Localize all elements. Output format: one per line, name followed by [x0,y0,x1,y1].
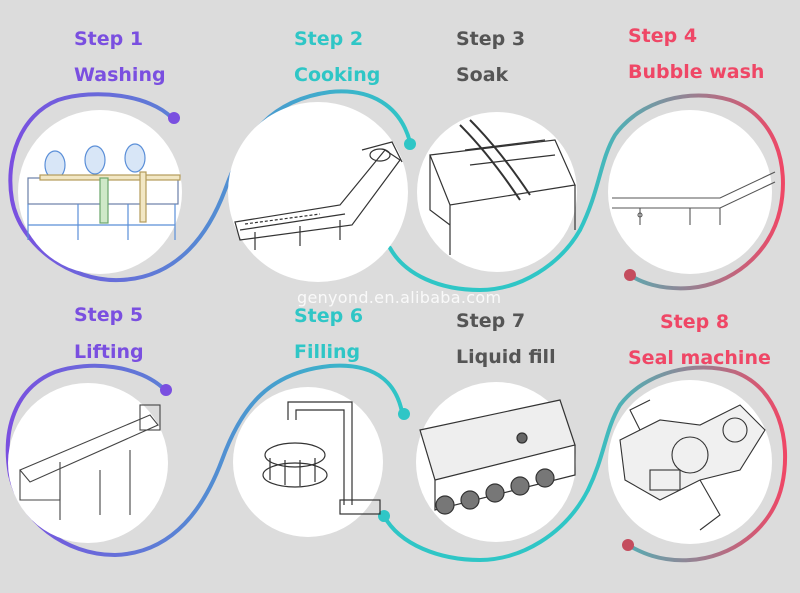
connector-5-6 [5,363,404,558]
watermark-text: genyond.en.alibaba.com [297,288,502,307]
connector-7-8 [586,365,788,563]
step-8-number: Step 8 [660,311,730,333]
step-1-number: Step 1 [74,28,144,50]
connector-row-2 [5,363,788,563]
step-5-image [8,383,168,543]
lifting-conveyor-sketch-icon [19,404,161,520]
step-3-image [417,112,577,272]
step-2-name: Cooking [294,64,381,86]
step-4-image [608,110,776,274]
step-8-image [608,380,772,544]
connector-2-3 [388,228,582,293]
step-6-image [233,387,383,537]
step-2-number: Step 2 [294,28,364,50]
step-8-dot [622,539,634,551]
step-2-dot [404,138,416,150]
connector-row-1 [8,89,785,293]
cooking-conveyor-sketch-icon [234,141,403,250]
step-7-dot [378,510,390,522]
washing-machine-sketch-icon [27,143,181,240]
step-1-name: Washing [74,64,166,86]
soak-tank-sketch-icon [429,119,576,255]
step-5-number: Step 5 [74,304,144,326]
step-1-dot [168,112,180,124]
step-3-name: Soak [456,64,509,86]
liquid-fill-sketch-icon [419,399,576,515]
step-6-dot [398,408,410,420]
step-4-name: Bubble wash [628,61,765,83]
step-2-image [228,102,408,282]
step-8-name: Seal machine [628,347,771,369]
step-7-name: Liquid fill [456,346,556,368]
step-6-name: Filling [294,341,361,363]
step-5-name: Lifting [74,341,144,363]
step-3-number: Step 3 [456,28,526,50]
step-5-dot [160,384,172,396]
step-6-number: Step 6 [294,305,364,327]
step-4-dot [624,269,636,281]
seal-machine-sketch-icon [619,399,766,531]
step-7-number: Step 7 [456,310,526,332]
connector-6-7 [382,488,590,563]
connector-1-2 [8,89,412,283]
filling-machine-sketch-icon [262,401,381,515]
step-4-number: Step 4 [628,25,698,47]
step-7-image [416,382,576,542]
connector-3-4 [578,93,785,291]
bubble-wash-sketch-icon [612,171,776,225]
step-1-image [18,110,182,274]
